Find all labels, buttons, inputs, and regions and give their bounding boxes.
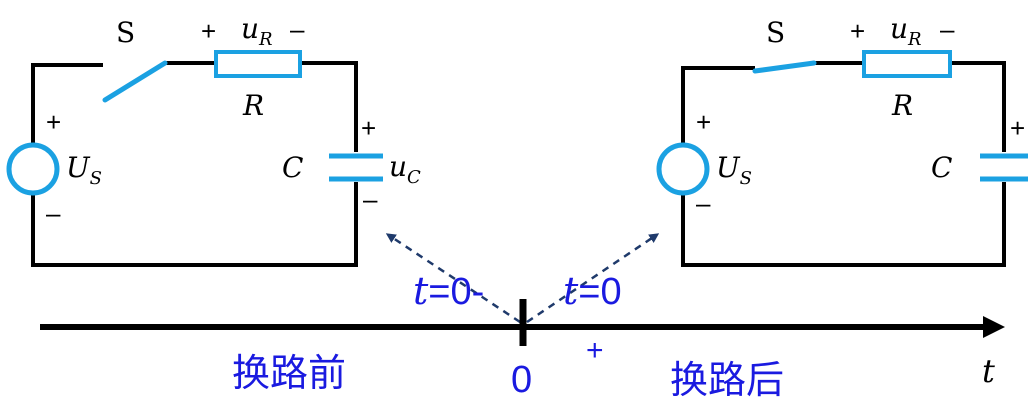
t-after-plus: + [586,334,604,367]
left-cap-plus: + [361,113,376,143]
left-resistor-label: R [242,89,264,122]
left-voltage-source [6,142,60,196]
left-source-label: US [66,151,102,189]
left-uc-label: uC [389,150,421,188]
after-switching-label: 换路后 [670,360,784,402]
t-after-var: t [563,269,579,313]
left-switch-label: S [116,16,135,49]
axis-t-label: t [982,352,995,390]
left-cap-minus: – [363,184,378,214]
left-source-plus: + [46,107,61,137]
t-before-label: t=0- [413,269,484,313]
right-wire-top-left [681,66,755,146]
right-cap-label: C [931,151,952,184]
right-source-label: US [716,151,752,189]
left-ur-plus: + [201,16,216,46]
left-circuit: S + uR – R + US – C + uC – [6,12,421,267]
timeline: t=0- t=0 + 0 t 换路前 换路后 [40,233,1005,402]
left-source-label-sub: S [90,168,102,189]
right-ur-label: uR [890,12,922,50]
right-cap-plus: + [1010,113,1025,143]
left-source-minus: – [46,198,61,228]
right-source-label-main: U [716,151,741,184]
right-resistor [862,50,952,78]
left-ur-minus: – [290,14,305,44]
right-ur-plus: + [850,16,865,46]
left-switch-blade [102,60,168,103]
t-after-rest: =0 [578,271,621,313]
right-ur-label-sub: R [907,29,922,50]
right-source-minus: – [696,188,711,218]
t-before-rest: =0- [428,271,484,313]
left-uc-label-main: u [389,150,407,183]
right-ur-minus: – [940,14,955,44]
right-resistor-label: R [891,89,913,122]
left-ur-label-main: u [241,12,259,45]
before-switching-label: 换路前 [232,353,346,395]
origin-label: 0 [511,359,532,401]
right-ur-label-main: u [890,12,908,45]
right-wire-top-right [950,61,1006,152]
left-wire-bottom [31,182,358,267]
t-before-var: t [413,269,429,313]
right-voltage-source [656,142,710,196]
left-wire-top-left [31,63,103,146]
left-wire-top-right [300,61,358,152]
left-source-label-main: U [66,151,91,184]
left-cap-label: C [282,151,303,184]
left-resistor [214,50,302,78]
right-switch-blade [752,60,817,74]
right-circuit: S + uR – R + US – C + [656,12,1028,267]
t-after-label: t=0 [563,269,622,313]
left-uc-label-sub: C [407,167,421,188]
right-wire-bottom [681,182,1006,267]
left-ur-label: uR [241,12,273,50]
right-source-label-sub: S [740,168,752,189]
right-switch-label: S [766,16,785,49]
left-ur-label-sub: R [258,29,273,50]
right-source-plus: + [696,107,711,137]
